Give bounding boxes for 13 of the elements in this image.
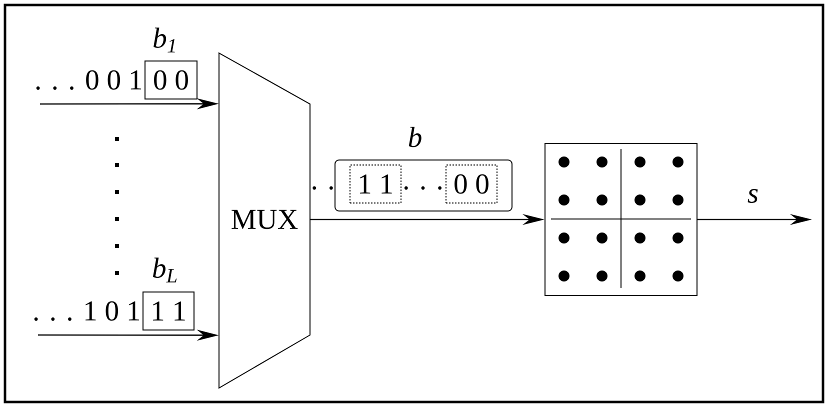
bit-group-box: 1 1	[350, 164, 402, 204]
node-label: b	[408, 126, 422, 148]
bit-stream-label: b$_{L}$	[152, 258, 177, 282]
bit-group-box: 0 0	[446, 164, 498, 204]
bit-box: 1 1	[142, 292, 194, 330]
bit-box: 0 0	[144, 60, 198, 100]
bit-stream: . . . 0 0 1	[36, 70, 142, 90]
ellipsis: . . .	[404, 186, 442, 190]
constellation-drawing	[544, 143, 698, 296]
edge-label: s	[748, 189, 758, 203]
bit-stream: . . . 1 0 1	[34, 301, 140, 321]
bit-stream-label: b$_{1}$	[154, 28, 175, 52]
ellipsis: . .	[312, 186, 333, 190]
